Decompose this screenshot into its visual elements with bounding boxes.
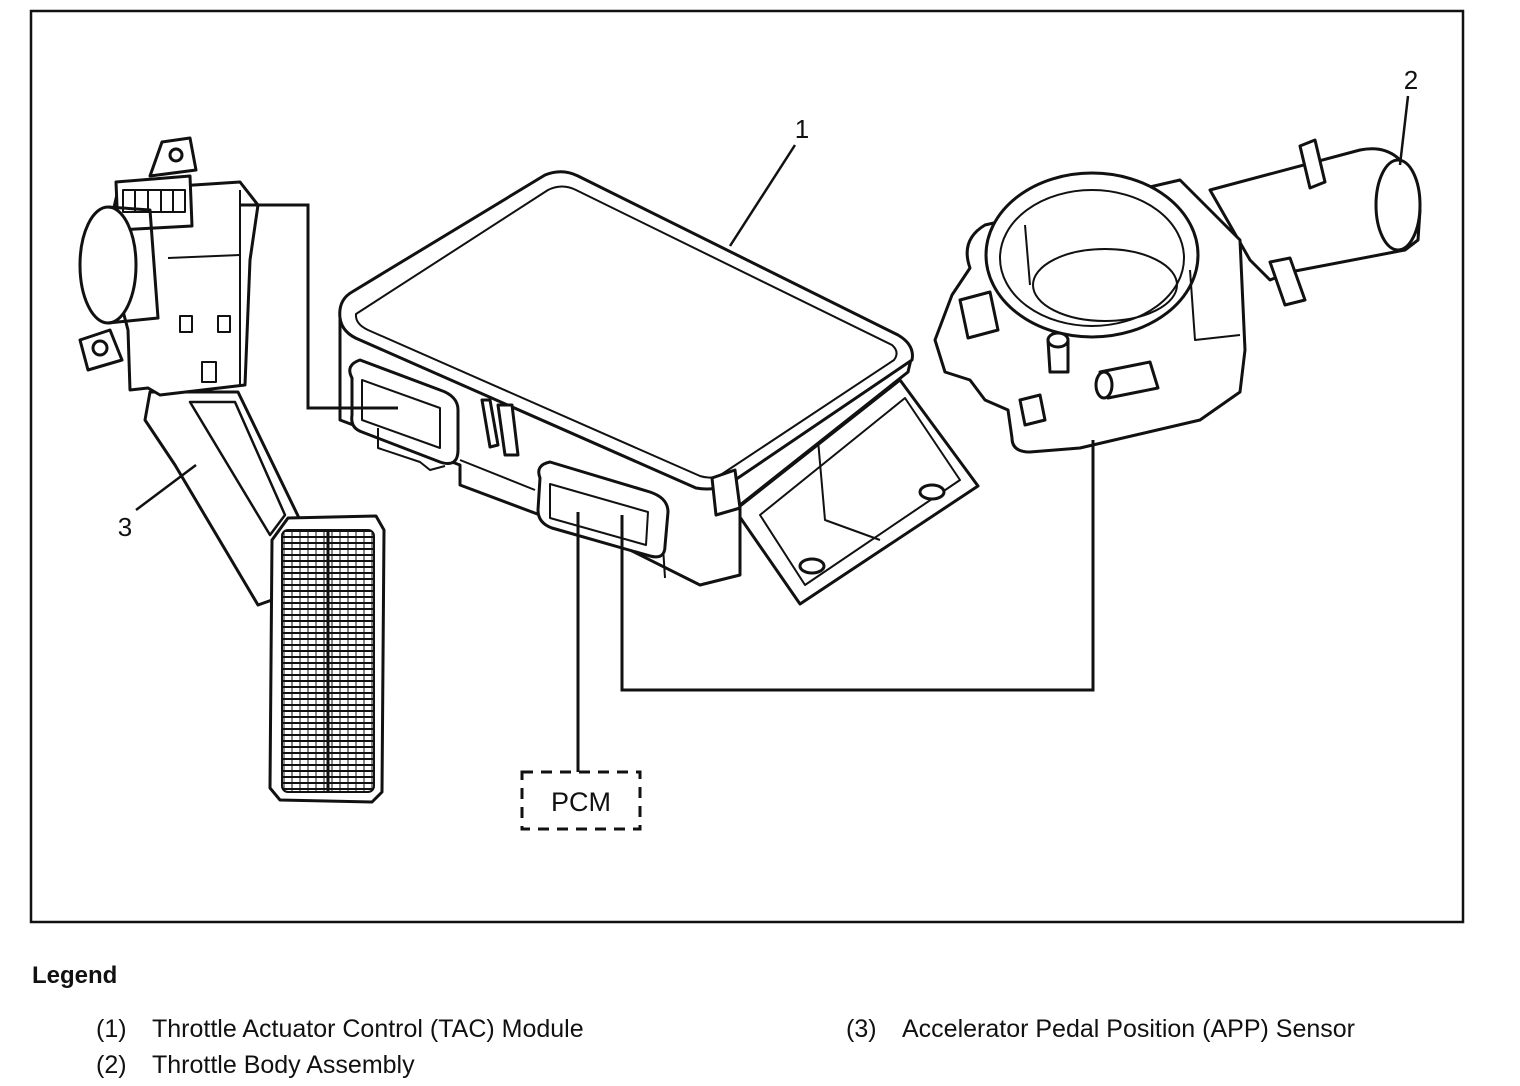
legend-item-number: (2) xyxy=(96,1051,127,1079)
wiring-lines xyxy=(240,203,1095,772)
legend-item-text: Throttle Actuator Control (TAC) Module xyxy=(152,1015,584,1043)
callout-1: 1 xyxy=(795,114,809,144)
leader-3 xyxy=(135,464,197,511)
diagram-frame xyxy=(29,9,1465,924)
tac-module xyxy=(338,170,980,606)
legend-item-1: (1) Throttle Actuator Control (TAC) Modul… xyxy=(96,1015,584,1044)
throttle-body-assembly xyxy=(933,138,1422,454)
callout-2: 2 xyxy=(1404,65,1418,95)
wire-app-to-tac xyxy=(240,203,398,410)
app-sensor-pedal-assembly xyxy=(78,136,386,804)
legend-item-text: Accelerator Pedal Position (APP) Sensor xyxy=(902,1015,1355,1043)
pcm-box xyxy=(520,770,642,831)
sensor-cap xyxy=(78,205,138,325)
legend-item-number: (3) xyxy=(846,1015,877,1043)
legend-heading: Legend xyxy=(32,962,118,989)
throttle-bore xyxy=(984,171,1200,339)
tac-lid xyxy=(338,170,914,491)
legend-item-text: Throttle Body Assembly xyxy=(152,1051,415,1079)
callout-3: 3 xyxy=(118,512,132,542)
pcm-label: PCM xyxy=(551,787,611,817)
legend-item-3: (3) Accelerator Pedal Position (APP) Sens… xyxy=(846,1015,1355,1044)
tac-connector-front xyxy=(536,460,670,559)
legend-item-number: (1) xyxy=(96,1015,127,1043)
legend-item-2: (2) Throttle Body Assembly xyxy=(96,1051,415,1080)
leader-1 xyxy=(728,144,797,247)
wire-tac-to-throttle xyxy=(620,440,1095,692)
leader-2 xyxy=(1398,95,1410,166)
callout-leaders xyxy=(135,95,1410,511)
